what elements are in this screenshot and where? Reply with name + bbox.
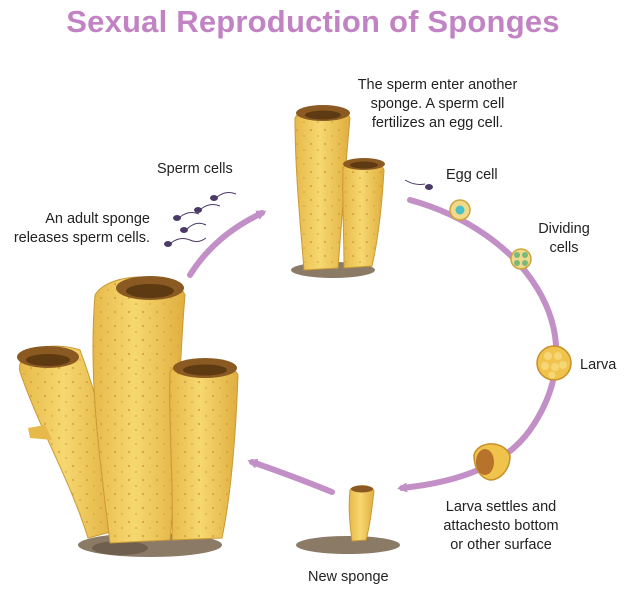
sperm-cells-group xyxy=(164,192,237,247)
sperm-near-egg xyxy=(404,179,433,190)
dividing-cells xyxy=(510,248,532,270)
cycle-arrows xyxy=(187,197,560,495)
arrow-to-adult-sponge xyxy=(247,458,335,495)
label-dividing-cells: Dividing cells xyxy=(538,221,590,256)
label-adult-sponge: An adult sponge releases sperm cells. xyxy=(13,211,150,246)
label-egg-cell: Egg cell xyxy=(446,167,498,183)
label-larva-settles: Larva settles and attachesto bottom or o… xyxy=(443,499,559,553)
label-sperm-enter: The sperm enter another sponge. A sperm … xyxy=(357,77,518,131)
arrow-to-second-sponge xyxy=(187,210,267,278)
label-new-sponge: New sponge xyxy=(308,569,389,585)
larva xyxy=(536,345,572,381)
fertilization-sponge xyxy=(291,105,385,278)
label-larva: Larva xyxy=(580,357,617,373)
arrow-to-larva-settles xyxy=(397,197,560,493)
egg-cell xyxy=(449,199,471,221)
new-sponge xyxy=(296,485,400,554)
label-sperm-cells: Sperm cells xyxy=(157,161,233,177)
settled-larva xyxy=(473,443,511,481)
adult-sponge xyxy=(17,276,239,557)
page-title: Sexual Reproduction of Sponges xyxy=(66,4,560,39)
